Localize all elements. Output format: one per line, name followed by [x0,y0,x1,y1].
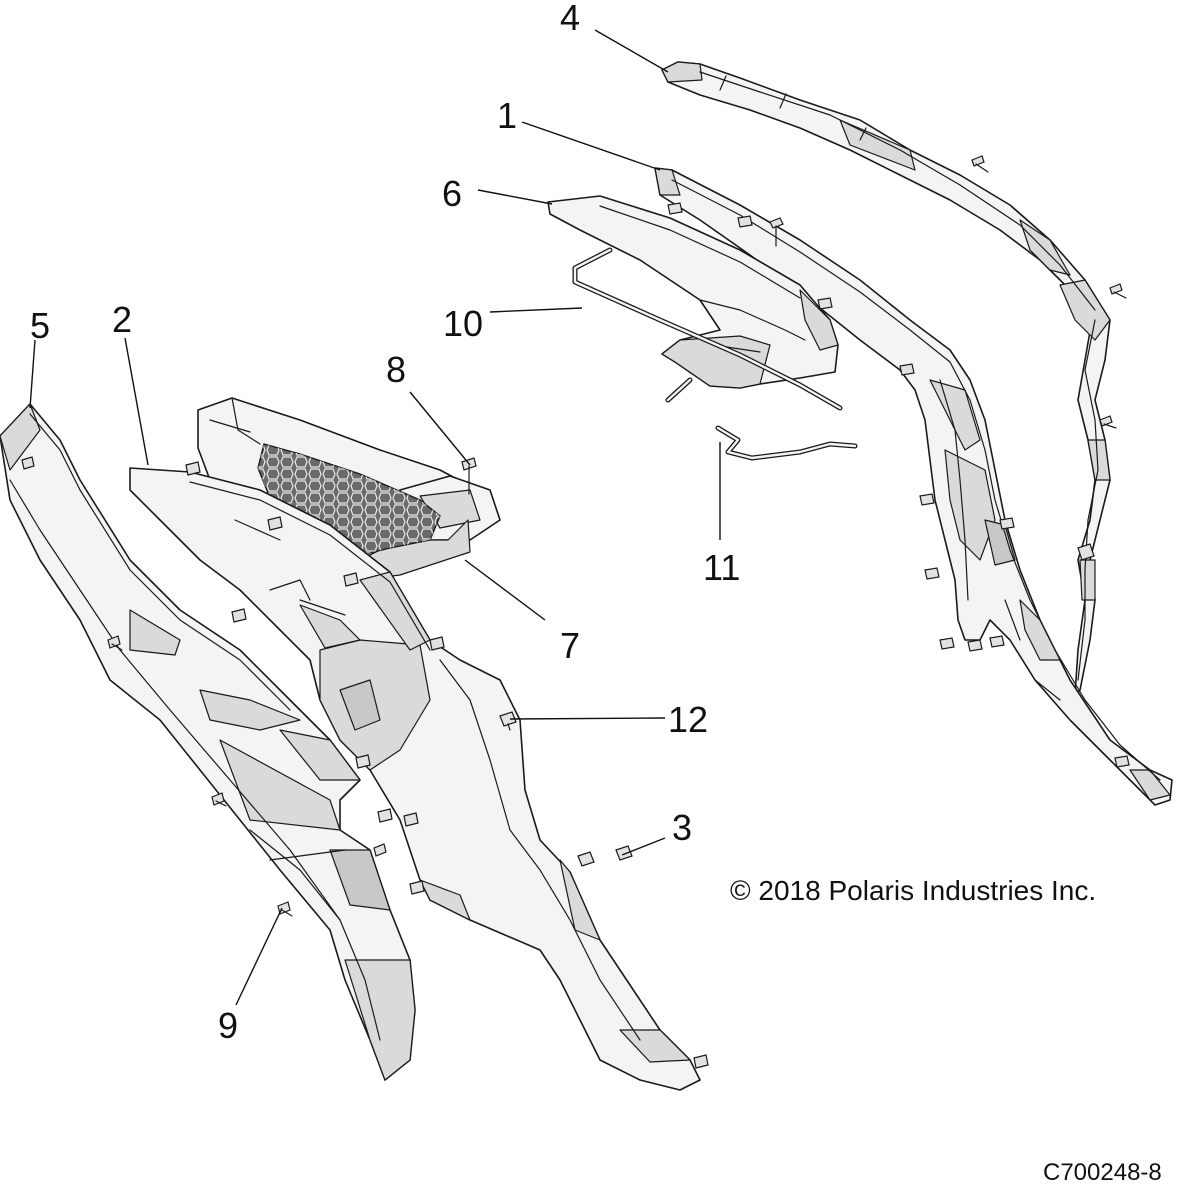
part-2-main-panel [129,461,709,1091]
fastener-12 [499,711,517,731]
leader-lines [29,29,721,1006]
callout-3: 3 [672,807,692,848]
callout-4: 4 [560,0,580,38]
clip-icon [999,517,1015,530]
fastener-3a [577,851,595,867]
callout-8: 8 [386,349,406,390]
clip-icon [899,363,915,376]
clip-icon [403,812,419,827]
callout-12: 12 [668,699,708,740]
bolt-icon [971,155,989,173]
callout-7: 7 [560,625,580,666]
clip-icon [667,202,683,215]
clip-icon [377,808,393,823]
clip-icon [355,754,371,769]
part-1-inner-rail [654,167,1173,806]
bolt-icon [211,792,227,807]
clip-icon [817,297,833,310]
clip-icon [185,461,201,476]
bolt-icon [277,901,293,917]
bolt-icon [1099,415,1117,429]
diagram-part-number: C700248-8 [1043,1159,1162,1186]
callout-5: 5 [30,305,50,346]
clip-icon [939,637,955,650]
fastener-3b [615,845,633,861]
clip-icon [989,635,1005,648]
callout-11: 11 [703,547,740,588]
clip-icon [267,516,283,531]
part-11-rod [715,425,858,461]
bolt-icon [769,217,784,247]
clip-icon [919,493,935,506]
bolt-icon [107,635,123,651]
copyright-notice: © 2018 Polaris Industries Inc. [730,875,1096,906]
part-4-upper-rail [661,61,1127,696]
callout-1: 1 [497,95,517,136]
callout-6: 6 [442,173,462,214]
clip-icon [231,608,247,623]
part-10-rod [572,247,843,411]
clip-icon [737,215,753,228]
clip-icon [429,636,445,651]
clip-icon [21,456,35,470]
clip-icon [1077,543,1095,561]
bolt-icon [1109,283,1127,299]
part-6-panel [547,195,839,389]
clip-icon [343,572,359,587]
clip-icon [924,567,940,580]
bolt-icon [461,457,477,495]
bolt-icon [373,843,387,857]
clip-icon [967,639,983,652]
callout-10: 10 [443,303,483,344]
callout-9: 9 [218,1005,238,1046]
callout-2: 2 [112,299,132,340]
part-5-outer-rail [0,403,416,1081]
clip-icon [1114,755,1130,768]
clip-icon [409,880,425,895]
clip-icon [693,1054,709,1069]
